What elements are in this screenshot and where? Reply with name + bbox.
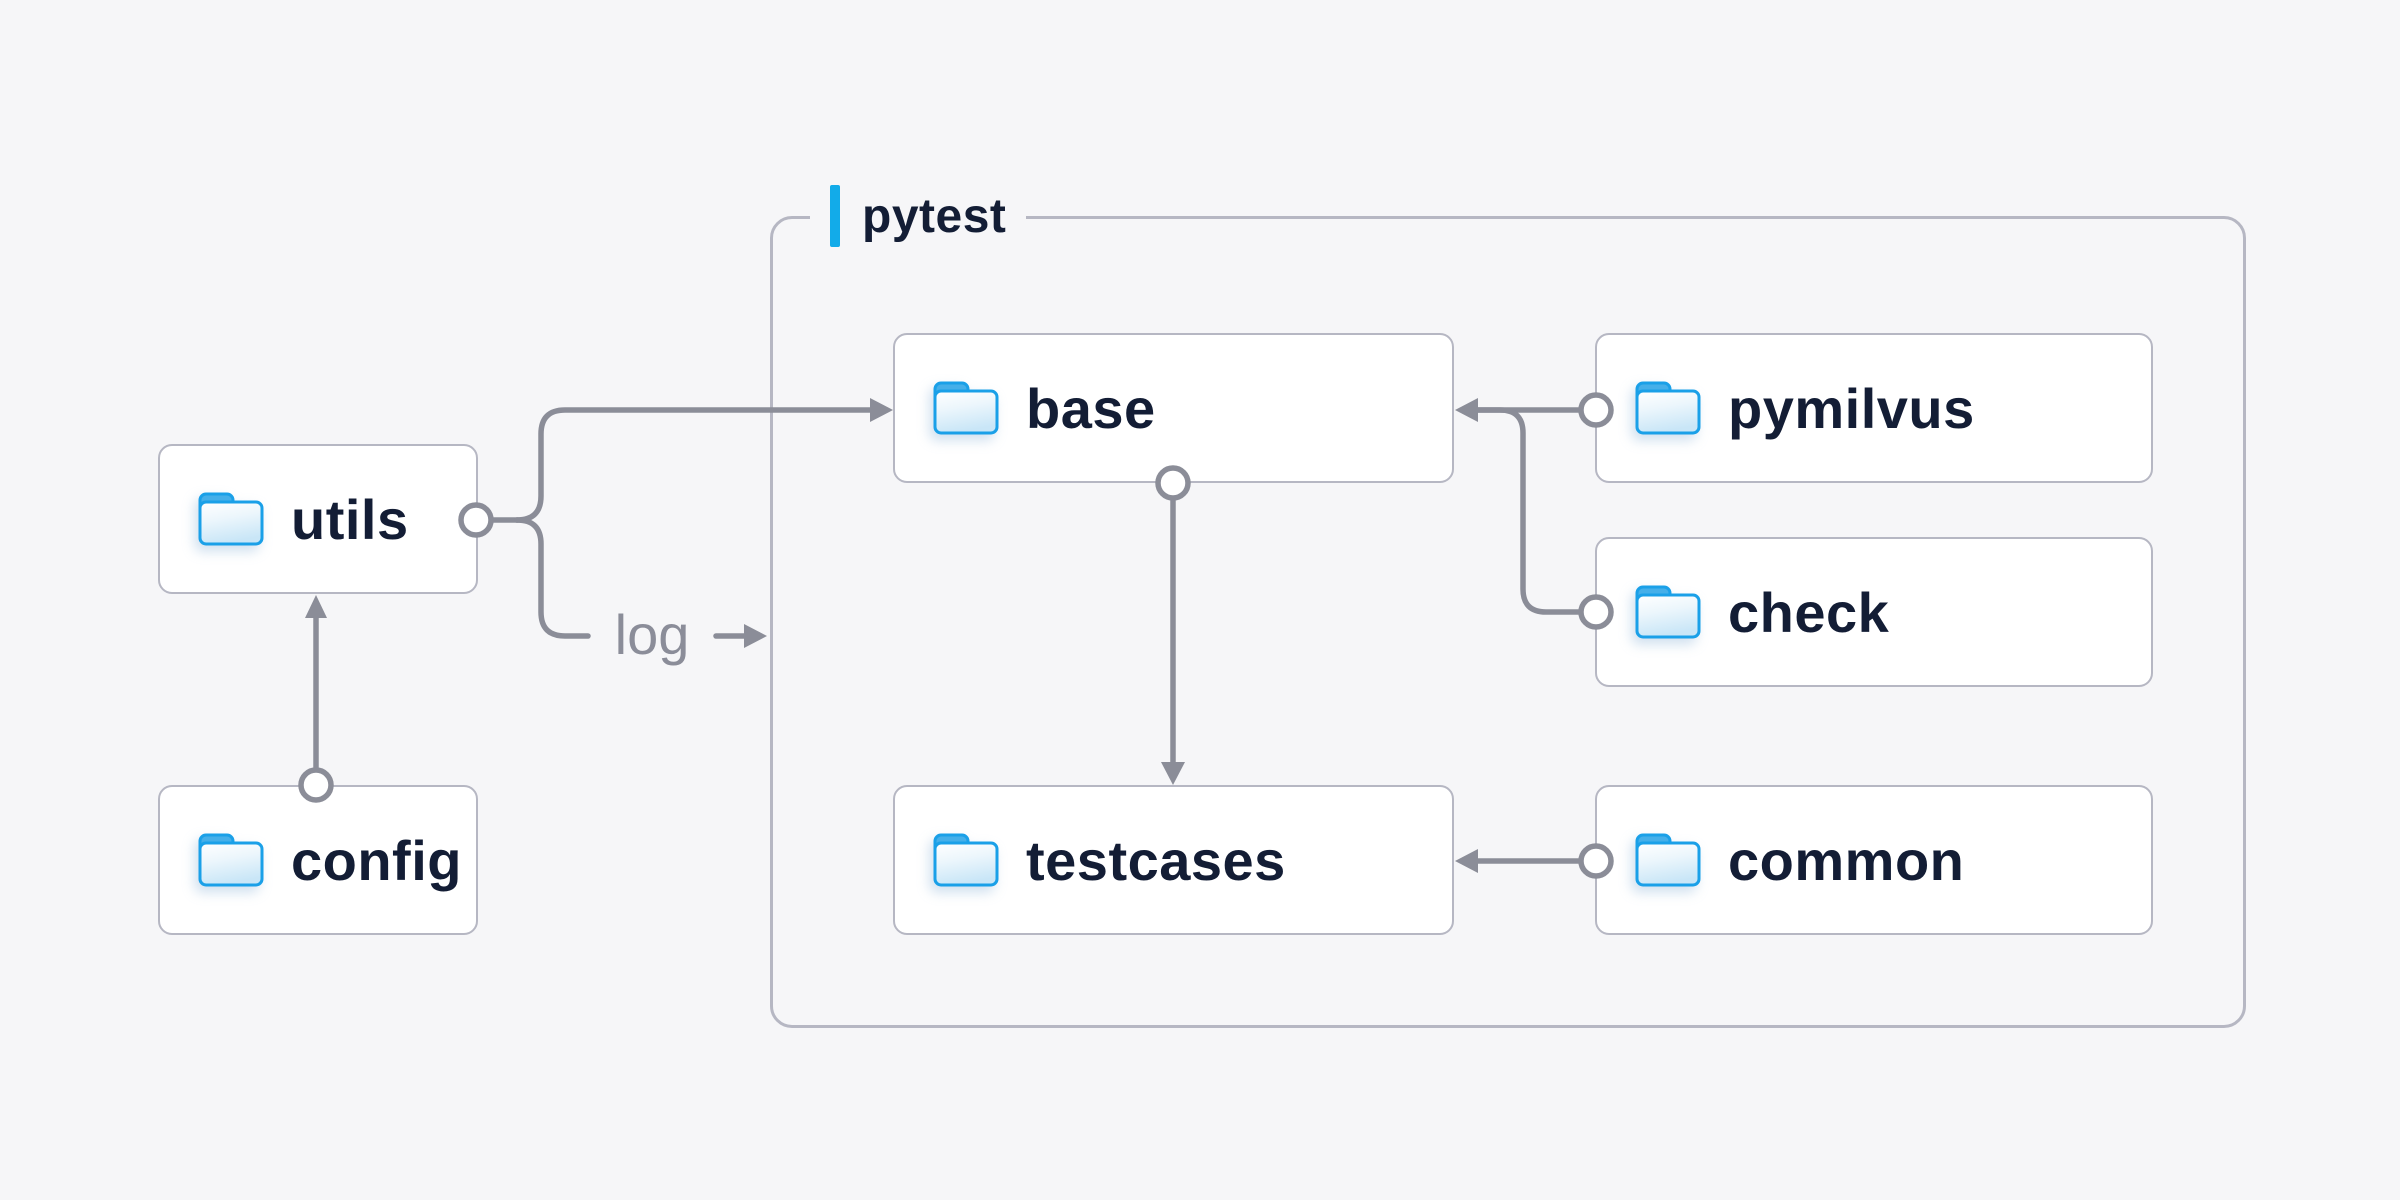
folder-icon	[198, 492, 264, 546]
node-label-check: check	[1728, 580, 1890, 644]
node-pymilvus: pymilvus	[1595, 333, 2153, 483]
pytest-group-label: pytest	[810, 181, 1027, 251]
folder-icon	[933, 381, 999, 435]
node-config: config	[158, 785, 478, 935]
node-utils: utils	[158, 444, 478, 594]
folder-icon	[1635, 833, 1701, 887]
edge-label-log: log	[614, 603, 690, 666]
accent-bar	[830, 185, 840, 247]
node-label-common: common	[1728, 828, 1965, 892]
node-label-testcases: testcases	[1026, 828, 1286, 892]
edge-config-to-utils	[298, 595, 334, 803]
group-title: pytest	[862, 189, 1007, 243]
node-label-config: config	[291, 828, 462, 892]
node-label-utils: utils	[291, 487, 409, 551]
pytest-group-border	[770, 216, 2246, 1028]
folder-icon	[1635, 381, 1701, 435]
node-common: common	[1595, 785, 2153, 935]
node-base: base	[893, 333, 1454, 483]
folder-icon	[1635, 585, 1701, 639]
folder-icon	[198, 833, 264, 887]
node-testcases: testcases	[893, 785, 1454, 935]
node-label-pymilvus: pymilvus	[1728, 376, 1975, 440]
folder-icon	[933, 833, 999, 887]
node-check: check	[1595, 537, 2153, 687]
node-label-base: base	[1026, 376, 1156, 440]
